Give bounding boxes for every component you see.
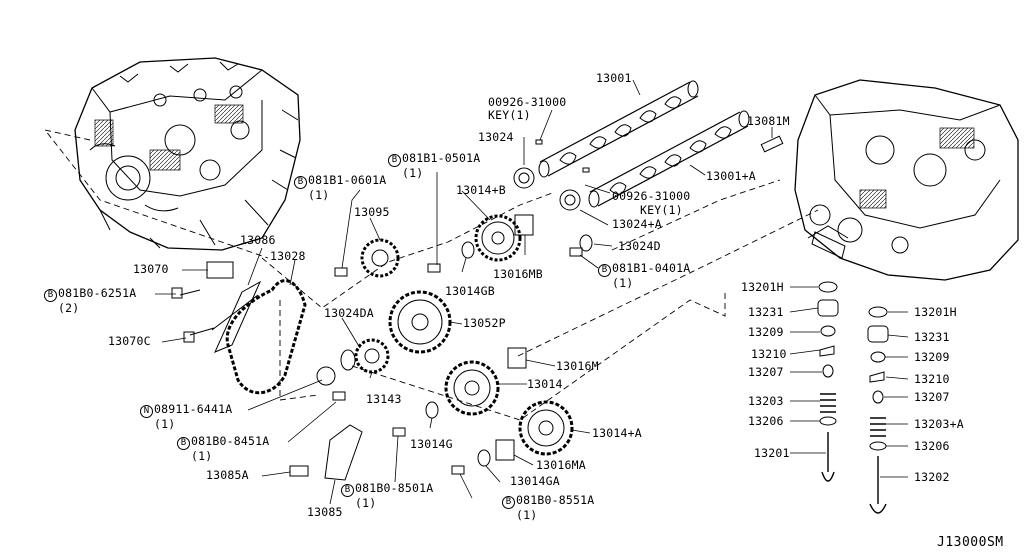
bolt-badge: B [388, 154, 401, 167]
label-valve-right-13210: 13210 [914, 372, 950, 386]
label-valve-left-13207: 13207 [748, 365, 784, 379]
bolt-badge: B [598, 264, 611, 277]
label-13028: 13028 [270, 249, 306, 263]
label-key-upper-note: KEY(1) [488, 108, 531, 122]
label-13081m: 13081M [747, 114, 790, 128]
label-13024da: 13024DA [324, 306, 374, 320]
gear-13143 [316, 338, 390, 386]
label-13070: 13070 [133, 262, 169, 276]
bolt-badge: B [341, 484, 354, 497]
timing-chain [211, 279, 307, 395]
label-13143: 13143 [366, 392, 402, 406]
label-valve-left-13201: 13201 [754, 446, 790, 460]
label-13085: 13085 [307, 505, 343, 519]
label-13016m: 13016M [556, 359, 599, 373]
label-valve-right-13203a: 13203+A [914, 417, 964, 431]
label-valve-left-13203: 13203 [748, 394, 784, 408]
label-13014gb: 13014GB [445, 284, 495, 298]
label-13070c: 13070C [108, 334, 151, 348]
label-valve-right-13231: 13231 [914, 330, 950, 344]
label-key-lower-note: KEY(1) [640, 203, 683, 217]
gear-13095 [360, 238, 400, 278]
label-valve-right-13207: 13207 [914, 390, 950, 404]
gear-13052p [388, 290, 452, 354]
label-13014ga: 13014GA [510, 474, 560, 488]
label-13016ma: 13016MA [536, 458, 586, 472]
nut-badge: N [140, 405, 153, 418]
bolt-badge: B [44, 289, 57, 302]
diagram-code: J13000SM [937, 535, 1004, 550]
label-key-lower-part: 00926-31000 [612, 189, 691, 203]
washer-13014g [425, 401, 439, 419]
label-13014b: 13014+B [456, 183, 506, 197]
label-valve-right-13202: 13202 [914, 470, 950, 484]
label-valve-right-13209: 13209 [914, 350, 950, 364]
label-valve-left-13206: 13206 [748, 414, 784, 428]
gear-13014b [461, 214, 534, 262]
label-valve-left-13231: 13231 [748, 305, 784, 319]
label-valve-left-13201h: 13201H [741, 280, 784, 294]
label-13014g: 13014G [410, 437, 453, 451]
bolt-badge: B [502, 496, 515, 509]
label-13001: 13001 [596, 71, 632, 85]
label-13085a: 13085A [206, 468, 249, 482]
label-13024: 13024 [478, 130, 514, 144]
label-13016mb: 13016MB [493, 267, 543, 281]
valve-set-right [867, 306, 889, 514]
camshaft-lower [588, 110, 750, 208]
bolt-badge: B [294, 176, 307, 189]
label-13014a: 13014+A [592, 426, 642, 440]
engine-block-left [74, 57, 301, 251]
valve-set-left [817, 281, 839, 482]
label-13052p: 13052P [463, 316, 506, 330]
label-13014: 13014 [527, 377, 563, 391]
gear-13014a [477, 400, 574, 467]
label-valve-right-13206: 13206 [914, 439, 950, 453]
bracket-13085 [289, 424, 363, 481]
chain-guide [214, 280, 262, 353]
label-13095: 13095 [354, 205, 390, 219]
label-valve-left-13210: 13210 [751, 347, 787, 361]
bolt-badge: B [177, 437, 190, 450]
camshaft-sprockets [513, 135, 784, 211]
camshaft-upper [538, 80, 699, 178]
gear-13014 [444, 347, 527, 416]
label-13001a: 13001+A [706, 169, 756, 183]
label-13024a: 13024+A [612, 217, 662, 231]
tensioner [171, 261, 234, 343]
label-valve-left-13209: 13209 [748, 325, 784, 339]
bolts [332, 234, 593, 475]
label-13024d: 13024D [618, 239, 661, 253]
reference-lines [43, 129, 819, 421]
leader-lines [155, 79, 909, 505]
engine-block-right [794, 79, 1019, 281]
label-13086: 13086 [240, 233, 276, 247]
label-valve-right-13201h: 13201H [914, 305, 957, 319]
label-key-upper-part: 00926-31000 [488, 95, 567, 109]
